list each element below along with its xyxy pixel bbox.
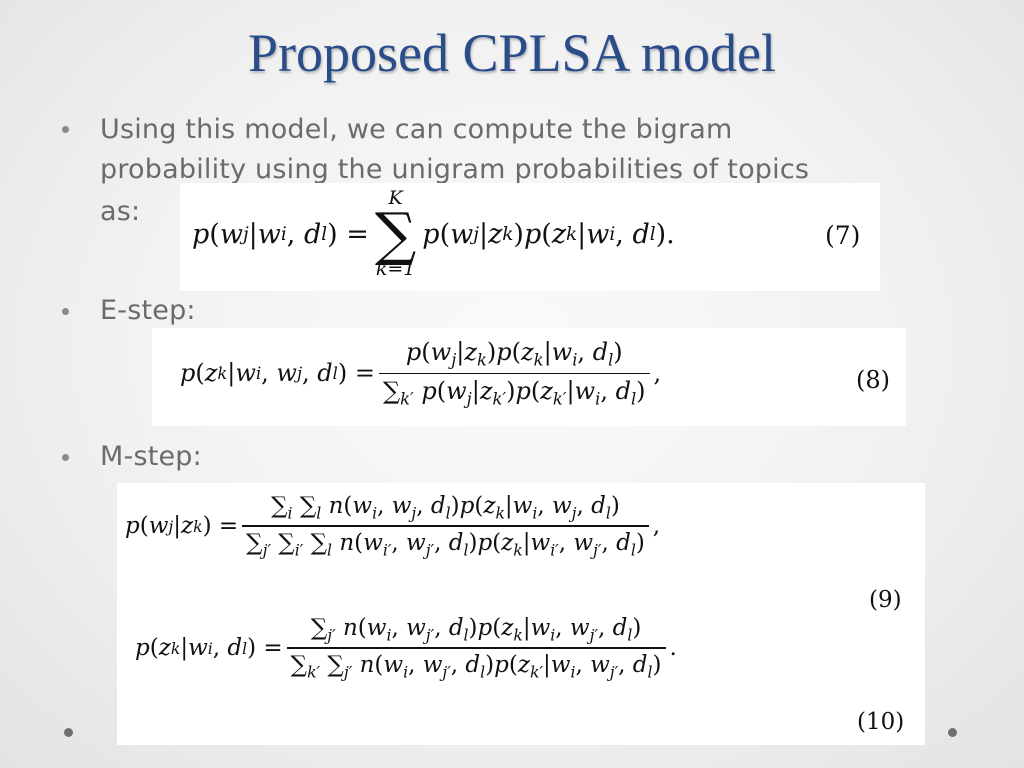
bullet-text-1-line2: probability using the unigram probabilit… <box>100 154 810 185</box>
footer-dot-right <box>948 728 957 737</box>
slide-title: Proposed CPLSA model <box>247 23 777 83</box>
equation-number: (8) <box>856 366 890 394</box>
equation-number: (9) <box>869 587 902 613</box>
bullet-text-1-line3: as: <box>100 196 141 227</box>
bullet-marker <box>62 308 69 315</box>
bullet-marker <box>62 454 69 461</box>
bullet-text-2: E-step: <box>100 295 196 326</box>
equation-number: (7) <box>825 221 861 250</box>
bullet-text-1-line1: Using this model, we can compute the big… <box>100 114 733 145</box>
bullet-marker <box>62 126 69 133</box>
footer-dot-left <box>64 728 73 737</box>
equation-number: (10) <box>857 709 905 735</box>
summation-symbol: K∑k=1 <box>374 187 417 281</box>
bullet-text-3: M-step: <box>100 441 202 472</box>
